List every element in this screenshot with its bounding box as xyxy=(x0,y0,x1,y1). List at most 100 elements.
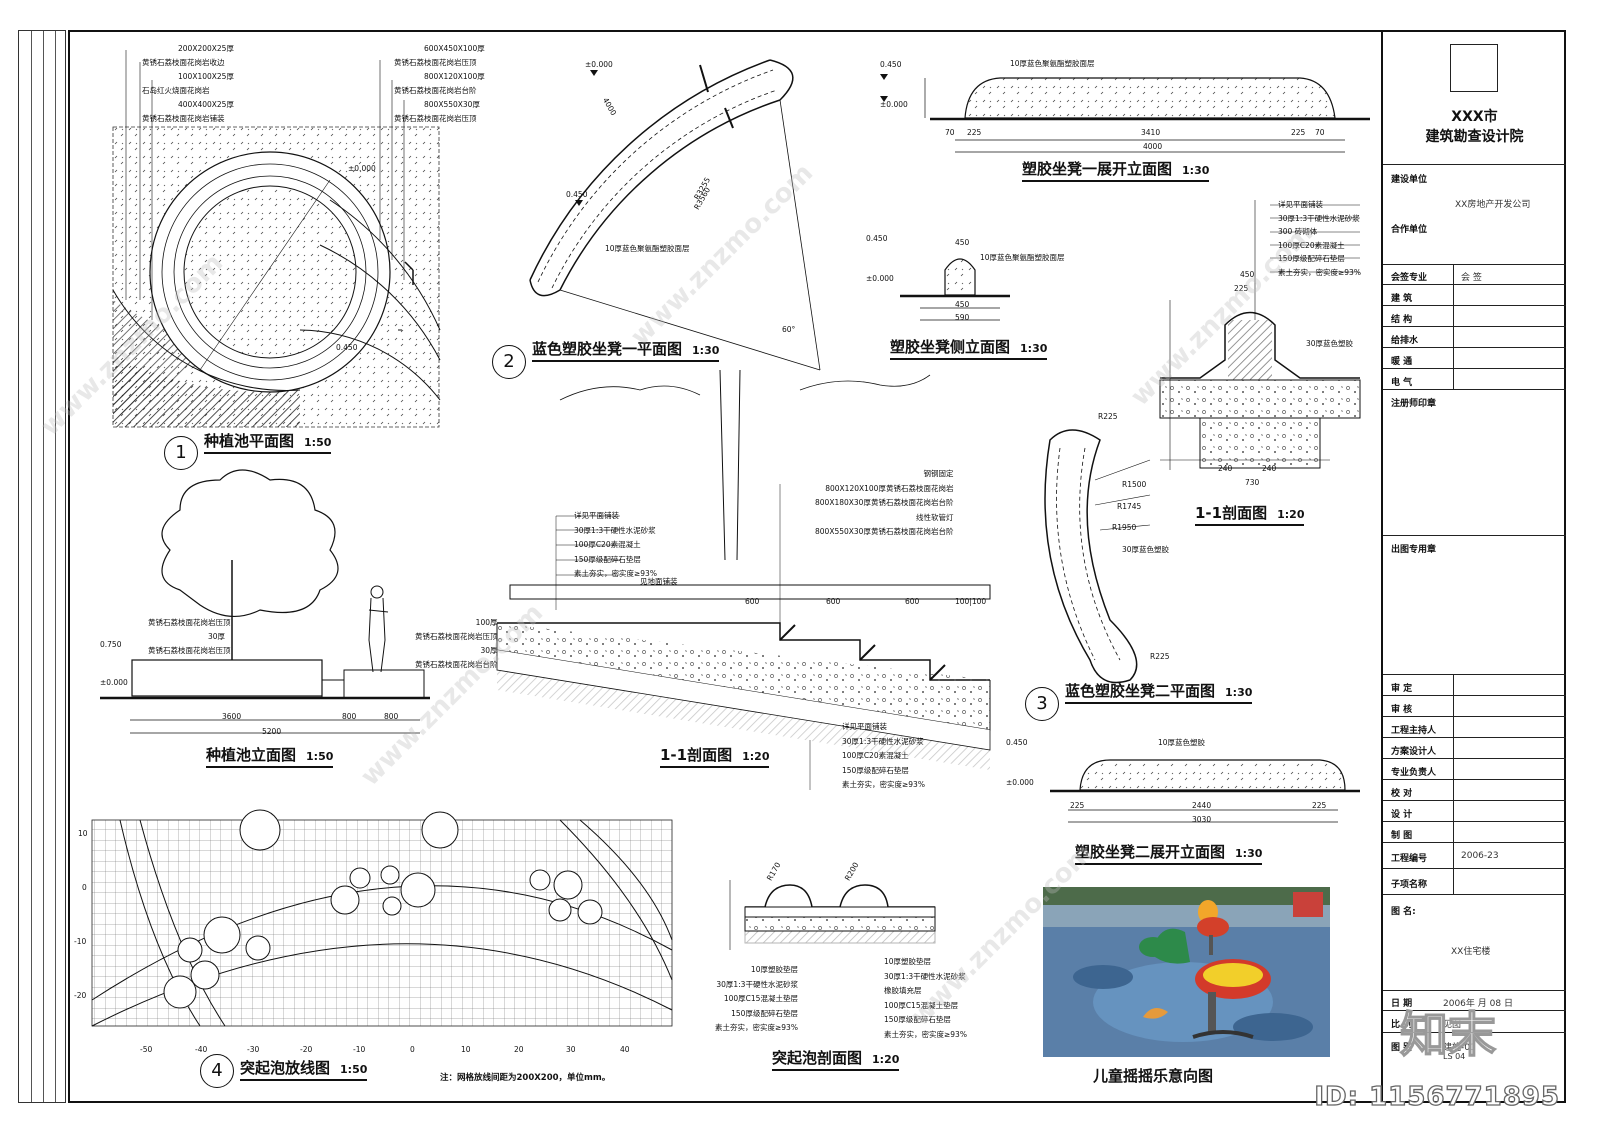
dim-label: 240 xyxy=(1262,464,1277,473)
dim-label: 2440 xyxy=(1192,801,1212,810)
note: 800X120X100厚 xyxy=(424,72,485,81)
radius-label: R1950 xyxy=(1112,523,1137,532)
tb-label: 设 计 xyxy=(1391,810,1413,820)
tb-vline xyxy=(1453,264,1454,389)
tb-divider xyxy=(1383,264,1566,265)
note: 10厚塑胶垫层 xyxy=(750,965,798,974)
tb-divider xyxy=(1383,716,1566,717)
institute-name-2: 建筑勘查设计院 xyxy=(1425,129,1524,145)
tb-label: 校 对 xyxy=(1391,789,1413,799)
axis-tick: 0 xyxy=(82,883,87,892)
note: 200X200X25厚 xyxy=(178,44,234,53)
drawing-number-4: 4 xyxy=(200,1054,234,1088)
tb-divider xyxy=(1383,868,1566,869)
note: 黄锈石荔枝面花岗岩压顶 xyxy=(394,114,477,123)
title-scale: 1:30 xyxy=(1235,847,1263,860)
title-scale: 1:30 xyxy=(1020,342,1048,355)
title-text: 突起泡放线图 xyxy=(240,1059,331,1077)
tb-label: 子项名称 xyxy=(1391,880,1428,890)
note: 黄锈石荔枝面花岗岩压顶 xyxy=(148,618,231,627)
note: 素土夯实，密实度≥93% xyxy=(884,1029,967,1039)
note: 30厚1:3干硬性水泥砂浆 xyxy=(884,971,966,981)
bench1-unfold-elevation xyxy=(880,74,1370,153)
axis-tick: 0 xyxy=(410,1045,415,1054)
elev-label: ±0.000 xyxy=(100,678,128,687)
axis-tick: -10 xyxy=(353,1045,366,1054)
title-text: 蓝色塑胶坐凳一平面图 xyxy=(532,340,683,358)
tb-divider xyxy=(1383,758,1566,759)
note: 800X550X30厚黄锈石荔枝面花岗岩台阶 xyxy=(815,527,954,536)
note: 100X100X25厚 xyxy=(178,72,234,81)
note: 30厚1:3干硬性水泥砂浆 xyxy=(574,525,656,535)
bench2-plan-layer-note: 30厚蓝色塑胶 xyxy=(1122,545,1170,554)
note: 素土夯实，密实度≥93% xyxy=(842,780,925,789)
dim-label: 600 xyxy=(905,597,920,606)
axis-tick: 10 xyxy=(461,1045,471,1054)
title-scale: 1:20 xyxy=(1277,508,1305,521)
bench1-layer-note: 10厚蓝色聚氨酯塑胶面层 xyxy=(1010,59,1095,68)
bump-notes-left: 10厚塑胶垫层 30厚1:3干硬性水泥砂浆 100厚C15混凝土垫层 150厚级… xyxy=(715,963,798,1036)
note: 详见平面铺装 xyxy=(1278,200,1323,209)
tb-label: 图 别 xyxy=(1391,1043,1413,1053)
tb-label: 出图专用章 xyxy=(1391,545,1437,555)
title-scale: 1:30 xyxy=(1225,686,1253,699)
note: 800X550X30厚 xyxy=(424,100,480,109)
note: 600X450X100厚 xyxy=(424,44,485,53)
tb-divider xyxy=(1383,368,1566,369)
note: 石岛红火烧面花岗岩 xyxy=(142,86,210,95)
tb-label: 专业负责人 xyxy=(1391,768,1437,778)
elev-label: ±0.000 xyxy=(1006,778,1034,787)
main-section xyxy=(496,369,991,770)
dim-label: 800 xyxy=(342,712,357,721)
dim-label: 225 xyxy=(1070,801,1085,810)
dim-label: 800 xyxy=(384,712,399,721)
tb-divider xyxy=(1383,1010,1566,1011)
note: 10厚塑胶垫层 xyxy=(884,957,932,966)
tb-label: 工程主持人 xyxy=(1391,726,1437,736)
section-notes-right: 钢钢固定 800X120X100厚黄锈石荔枝面花岗岩 800X180X30厚黄锈… xyxy=(815,467,953,540)
right-section-notes: 详见平面铺装 30厚1:3干硬性水泥砂浆 300 砖砌体 100厚C20素混凝土… xyxy=(1278,198,1361,279)
note: 150厚级配碎石垫层 xyxy=(884,1015,951,1024)
title-scale: 1:20 xyxy=(742,750,770,763)
angle-label: 60° xyxy=(782,325,796,334)
axis-tick: -50 xyxy=(140,1045,153,1054)
tb-divider xyxy=(1383,347,1566,348)
note: 100厚C15混凝土垫层 xyxy=(723,994,798,1003)
title-text: 蓝色塑胶坐凳二平面图 xyxy=(1065,682,1216,700)
strip-line xyxy=(43,31,44,1102)
tb-divider xyxy=(1383,284,1566,285)
bench2-layer-note: 10厚蓝色塑胶 xyxy=(1158,738,1206,747)
grid-note: 注：网格放线间距为200X200，单位mm。 xyxy=(440,1073,611,1083)
dim-label: 225 xyxy=(967,128,982,137)
drawing-number-2: 2 xyxy=(492,345,526,379)
axis-tick: -20 xyxy=(300,1045,313,1054)
dim-label: 600 xyxy=(745,597,760,606)
note: 150厚级配碎石垫层 xyxy=(842,765,909,775)
title-photo: 儿童摇摇乐意向图 xyxy=(1093,1067,1214,1085)
axis-tick: 10 xyxy=(78,829,88,838)
title-text: 种植池立面图 xyxy=(206,746,297,764)
planter-notes-left: 200X200X25厚 黄锈石荔枝面花岗岩收边 100X100X25厚 石岛红火… xyxy=(142,42,234,126)
drawing-frame xyxy=(68,30,1566,1103)
tb-label: 审 核 xyxy=(1391,705,1413,715)
note: 黄锈石荔枝面花岗岩压顶 xyxy=(415,632,498,641)
dim-label: 225 xyxy=(1234,284,1249,293)
elev-label: ±0.000 xyxy=(866,274,894,283)
note: 素土夯实，密实度≥93% xyxy=(574,569,657,578)
planter-elev-notes: 黄锈石荔枝面花岗岩压顶 30厚 黄锈石荔枝面花岗岩压顶 xyxy=(148,616,231,658)
note: 800X180X30厚黄锈石荔枝面花岗岩台阶 xyxy=(815,498,954,507)
dim-label: 600 xyxy=(826,597,841,606)
radius-label: R225 xyxy=(1098,412,1118,421)
tb-label: 建 筑 xyxy=(1391,294,1413,304)
elev-label: 0.450 xyxy=(866,234,888,243)
tb-label: 制 图 xyxy=(1391,831,1413,841)
brand-watermark: 知末 xyxy=(1399,1006,1497,1064)
leader-lines xyxy=(555,204,1360,790)
tb-label: 注册师印章 xyxy=(1391,399,1437,409)
